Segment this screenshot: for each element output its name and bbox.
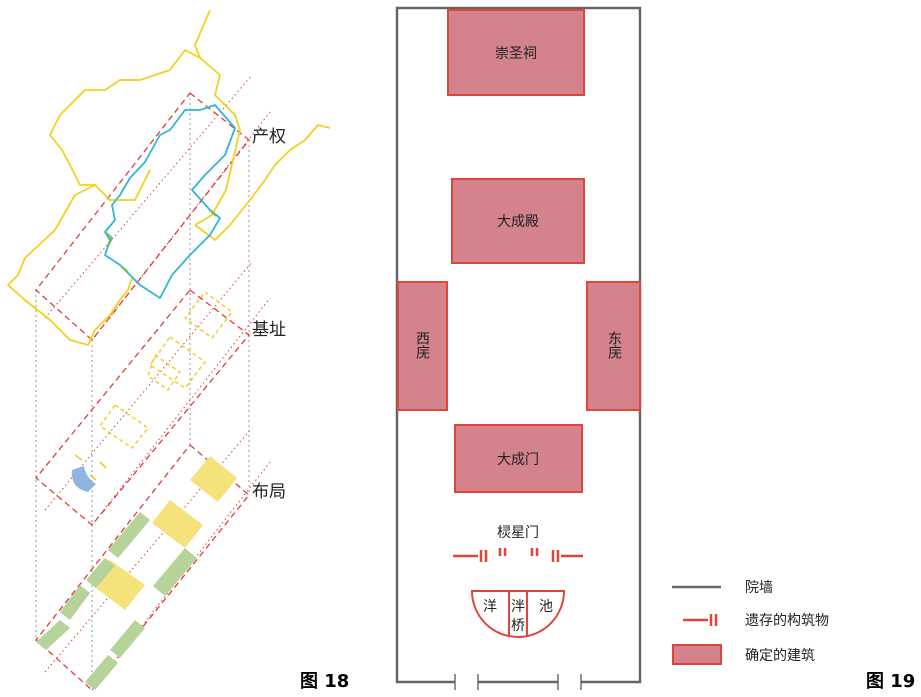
lingxing-men-relics	[453, 548, 583, 562]
chongsheng-ci-label: 崇圣祠	[495, 46, 537, 62]
bridge-top-label: 泮	[511, 599, 525, 615]
ownership-parcels	[7, 9, 331, 346]
site-relic-marks	[74, 454, 107, 481]
gate-ticks	[454, 674, 582, 690]
legend: 院墙 遗存的构筑物 确定的建筑	[672, 580, 829, 665]
east-wing-block	[586, 281, 641, 411]
ownership-layer-frame	[35, 92, 250, 341]
ownership-layer-label: 产权	[252, 127, 286, 147]
dacheng-dian-block	[451, 178, 585, 264]
layout-blocks	[36, 456, 237, 690]
pond-right-label: 池	[539, 599, 553, 615]
legend-building-item: 确定的建筑	[672, 644, 815, 665]
site-layer-label: 基址	[252, 320, 286, 340]
legend-relic-swatch	[683, 614, 718, 626]
dacheng-men-label: 大成门	[497, 452, 539, 468]
ownership-historic-boundary	[104, 104, 236, 299]
legend-building-label: 确定的建筑	[745, 648, 815, 664]
west-wing-label: 西庑	[414, 331, 430, 360]
layer-frames	[35, 92, 250, 691]
legend-building-swatch	[672, 644, 722, 665]
lingxing-men-label: 棂星门	[497, 525, 539, 541]
projection-guides	[35, 93, 250, 690]
legend-relic-label: 遗存的构筑物	[745, 613, 829, 629]
site-pond-shape	[71, 466, 96, 492]
pan-pond	[470, 590, 566, 638]
legend-wall-label: 院墙	[745, 580, 773, 596]
west-wing-block	[397, 281, 448, 411]
dacheng-dian-label: 大成殿	[497, 214, 539, 230]
chongsheng-ci-block	[447, 9, 585, 96]
pond-left-label: 洋	[483, 599, 497, 615]
legend-relic-item: 遗存的构筑物	[683, 613, 829, 629]
figure-18: 产权 基址 布局 图 18	[7, 9, 349, 692]
figure-19-caption: 图 19	[866, 671, 915, 692]
dacheng-men-block	[454, 424, 583, 493]
figure-18-caption: 图 18	[300, 671, 349, 692]
site-footprints	[99, 291, 233, 449]
figure-19: 崇圣祠 大成殿 西庑 东庑 大成门 棂星门 洋 泮 桥 池	[395, 6, 642, 690]
layout-layer-label: 布局	[252, 482, 286, 502]
bridge-bottom-label: 桥	[511, 618, 525, 634]
east-wing-label: 东庑	[606, 331, 622, 360]
courtyard-wall	[395, 6, 642, 684]
ownership-green-markers	[104, 209, 217, 273]
legend-wall-item: 院墙	[672, 580, 773, 596]
determined-buildings	[397, 9, 641, 493]
